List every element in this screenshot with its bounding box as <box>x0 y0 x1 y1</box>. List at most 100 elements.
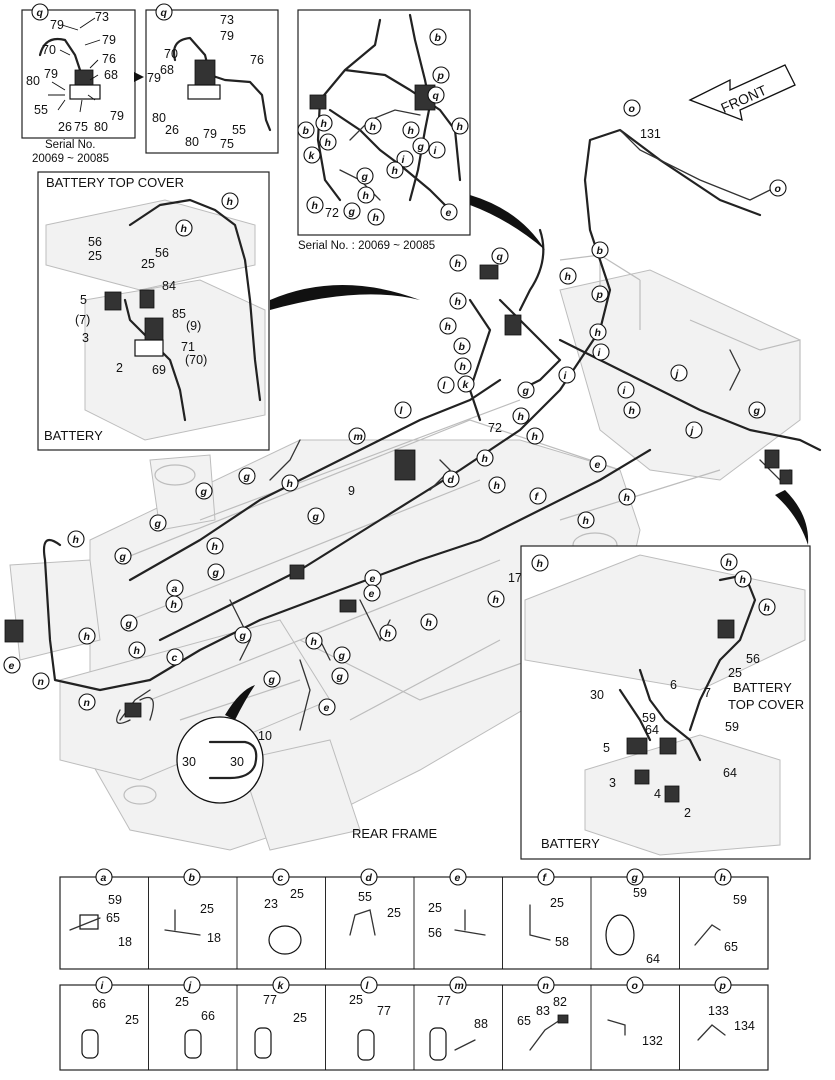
svg-text:25: 25 <box>175 995 189 1009</box>
svg-text:56: 56 <box>155 246 169 260</box>
svg-text:l: l <box>443 380 447 392</box>
svg-text:25: 25 <box>200 902 214 916</box>
svg-text:2: 2 <box>116 361 123 375</box>
svg-text:59: 59 <box>733 893 747 907</box>
svg-text:h: h <box>385 628 391 640</box>
svg-text:h: h <box>134 645 140 657</box>
svg-text:3: 3 <box>82 331 89 345</box>
svg-text:65: 65 <box>724 940 738 954</box>
svg-text:5: 5 <box>80 293 87 307</box>
svg-text:77: 77 <box>377 1004 391 1018</box>
svg-text:b: b <box>435 32 442 44</box>
legend-b-letter: b <box>189 872 196 884</box>
svg-text:79: 79 <box>203 127 217 141</box>
svg-text:h: h <box>583 515 589 527</box>
svg-text:d: d <box>448 474 455 486</box>
svg-text:h: h <box>460 361 466 373</box>
svg-text:64: 64 <box>645 723 659 737</box>
legend-row-1-cells: a 59 65 18 b 25 18 c 23 25 d 55 25 e 25 … <box>69 868 747 966</box>
svg-text:59: 59 <box>633 886 647 900</box>
svg-text:73: 73 <box>95 10 109 24</box>
svg-text:h: h <box>325 137 331 149</box>
inset-arrow-icon <box>134 72 144 82</box>
svg-text:h: h <box>532 431 538 443</box>
inset-leader-1 <box>270 285 420 310</box>
svg-text:o: o <box>775 183 782 195</box>
serial-range: 20069 ~ 20085 <box>32 153 109 165</box>
svg-text:h: h <box>311 636 317 648</box>
svg-text:25: 25 <box>88 249 102 263</box>
svg-text:g: g <box>312 511 320 523</box>
legend-h-letter: h <box>720 872 726 884</box>
svg-text:i: i <box>434 145 438 157</box>
svg-text:79: 79 <box>102 33 116 47</box>
svg-text:e: e <box>9 660 15 672</box>
svg-text:72: 72 <box>325 206 339 220</box>
svg-text:18: 18 <box>207 931 221 945</box>
svg-text:g: g <box>212 567 220 579</box>
svg-text:25: 25 <box>349 993 363 1007</box>
svg-text:o: o <box>629 103 636 115</box>
svg-text:71: 71 <box>181 340 195 354</box>
svg-text:59: 59 <box>642 711 656 725</box>
legend-k-letter: k <box>278 980 285 992</box>
svg-text:g: g <box>336 671 344 683</box>
svg-text:p: p <box>596 289 604 301</box>
svg-text:h: h <box>494 480 500 492</box>
svg-text:h: h <box>181 223 187 235</box>
svg-text:m: m <box>354 431 363 443</box>
svg-text:79: 79 <box>147 71 161 85</box>
svg-text:g: g <box>119 551 127 563</box>
svg-text:58: 58 <box>555 935 569 949</box>
svg-text:77: 77 <box>263 993 277 1007</box>
svg-text:4: 4 <box>654 787 661 801</box>
battery-right-title-1: BATTERY <box>733 680 792 695</box>
inset-q-right: q 73 79 70 76 68 79 80 26 79 55 80 75 <box>145 3 279 154</box>
front-arrow: FRONT <box>688 64 796 122</box>
svg-text:g: g <box>243 471 251 483</box>
svg-text:30: 30 <box>590 688 604 702</box>
inset-leader-2 <box>470 195 545 250</box>
legend-o-letter: o <box>632 980 639 992</box>
svg-text:132: 132 <box>642 1034 663 1048</box>
svg-text:25: 25 <box>387 906 401 920</box>
svg-text:25: 25 <box>290 887 304 901</box>
svg-text:p: p <box>437 70 445 82</box>
svg-text:e: e <box>369 588 375 600</box>
svg-text:h: h <box>373 212 379 224</box>
svg-text:h: h <box>457 121 463 133</box>
inset-battery-right-parts: 56 25 30 6 7 59 59 64 5 64 3 4 2 <box>590 652 760 820</box>
svg-text:66: 66 <box>92 997 106 1011</box>
svg-text:e: e <box>595 459 601 471</box>
svg-text:5: 5 <box>603 741 610 755</box>
svg-text:79: 79 <box>220 29 234 43</box>
svg-text:(9): (9) <box>186 319 201 333</box>
svg-text:h: h <box>455 258 461 270</box>
svg-text:80: 80 <box>94 120 108 134</box>
svg-text:a: a <box>172 583 178 595</box>
legend-i-letter: i <box>101 980 105 992</box>
svg-text:g: g <box>200 486 208 498</box>
svg-text:c: c <box>172 652 178 664</box>
svg-text:77: 77 <box>437 994 451 1008</box>
top-inset-callouts: b p q h b h h h h g i k i h g h h g h e <box>297 28 469 226</box>
svg-text:h: h <box>493 594 499 606</box>
svg-text:g: g <box>361 171 369 183</box>
svg-text:h: h <box>363 190 369 202</box>
svg-text:65: 65 <box>106 911 120 925</box>
svg-text:75: 75 <box>220 137 234 151</box>
svg-text:70: 70 <box>164 47 178 61</box>
svg-text:73: 73 <box>220 13 234 27</box>
svg-text:56: 56 <box>88 235 102 249</box>
svg-text:h: h <box>595 327 601 339</box>
svg-text:h: h <box>212 541 218 553</box>
inset-leader-4 <box>225 685 255 720</box>
battery-left: BATTERY <box>44 428 103 443</box>
svg-text:h: h <box>84 631 90 643</box>
svg-text:79: 79 <box>110 109 124 123</box>
svg-text:85: 85 <box>172 307 186 321</box>
serial-label: Serial No. <box>45 139 96 151</box>
main-connectors <box>4 264 793 718</box>
svg-text:25: 25 <box>728 666 742 680</box>
